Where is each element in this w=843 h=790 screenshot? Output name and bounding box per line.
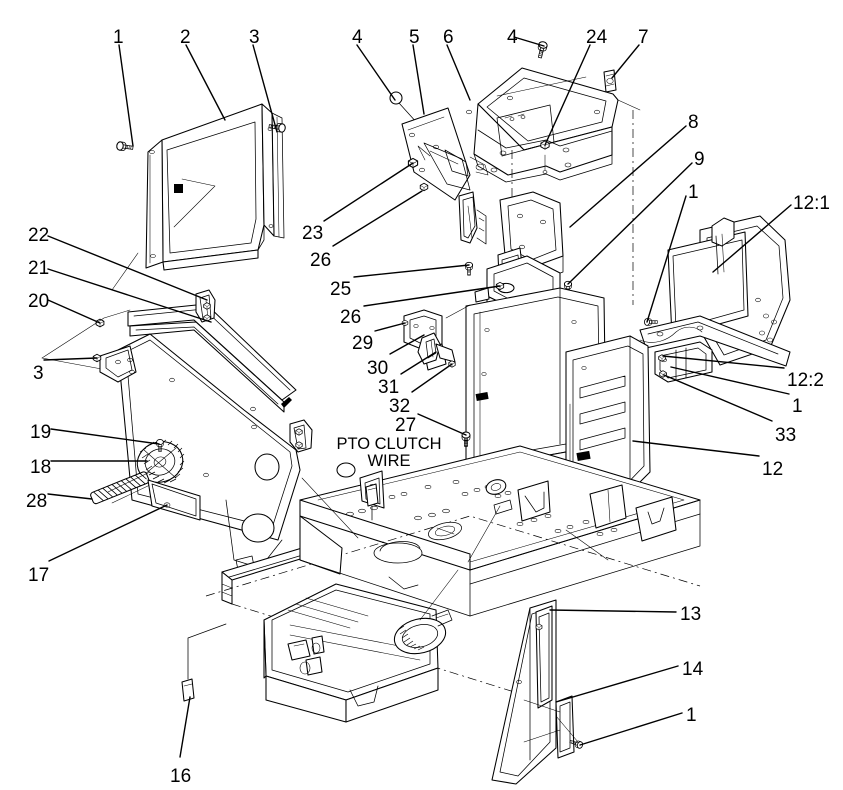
callout-1[interactable]: 1 [686,705,697,726]
bracket-22 [195,289,216,323]
callout-14[interactable]: 14 [682,659,704,680]
callout-24[interactable]: 24 [586,27,608,48]
callout-1[interactable]: 1 [792,396,803,417]
left-side-panel-assembly [41,289,313,571]
switch-bracket-assembly [401,304,471,371]
callout-26[interactable]: 26 [340,307,362,328]
upper-left-panel-assembly [111,103,287,291]
callout-12-2[interactable]: 12:2 [787,370,824,391]
callout-30[interactable]: 30 [367,358,389,379]
lower-right-panel-assembly [491,599,584,785]
callout-22[interactable]: 22 [28,225,50,246]
callout-5[interactable]: 5 [409,27,420,48]
callout-8[interactable]: 8 [688,112,699,133]
callout-12-1[interactable]: 12:1 [793,193,830,214]
pto-clutch-wire-note: PTO CLUTCH WIRE [336,435,442,471]
callout-31[interactable]: 31 [378,377,400,398]
callout-2[interactable]: 2 [180,27,191,48]
callout-1[interactable]: 1 [688,182,699,203]
callout-20[interactable]: 20 [28,291,50,312]
callout-25[interactable]: 25 [330,279,352,300]
callout-21[interactable]: 21 [28,258,50,279]
hinge-bracket [289,419,313,453]
right-fender-assembly [617,99,791,383]
callout-9[interactable]: 9 [694,149,705,170]
clip-7 [603,69,617,93]
center-top-bracket-assembly [389,40,619,324]
callout-23[interactable]: 23 [302,223,324,244]
callout-3[interactable]: 3 [249,27,260,48]
callout-1[interactable]: 1 [113,27,124,48]
callout-4[interactable]: 4 [352,27,363,48]
callout-29[interactable]: 29 [352,333,374,354]
callout-3[interactable]: 3 [33,363,44,384]
callout-6[interactable]: 6 [443,27,454,48]
callout-18[interactable]: 18 [30,457,52,478]
callout-19[interactable]: 19 [30,422,52,443]
callout-4[interactable]: 4 [507,27,518,48]
callout-32[interactable]: 32 [389,396,411,417]
callout-17[interactable]: 17 [28,565,50,586]
drive-pulley [393,609,453,655]
chassis-frame [181,445,701,723]
callout-7[interactable]: 7 [638,27,649,48]
callout-27[interactable]: 27 [395,415,417,436]
engine-hydro-unit [263,583,439,723]
callout-33[interactable]: 33 [775,425,797,446]
fan-pulley-18 [136,439,185,484]
callout-13[interactable]: 13 [680,604,702,625]
callout-26[interactable]: 26 [310,250,332,271]
callout-28[interactable]: 28 [26,491,48,512]
pto-connector [365,483,379,521]
connector-16 [181,623,227,702]
callout-16[interactable]: 16 [170,766,192,787]
callout-12[interactable]: 12 [762,459,784,480]
